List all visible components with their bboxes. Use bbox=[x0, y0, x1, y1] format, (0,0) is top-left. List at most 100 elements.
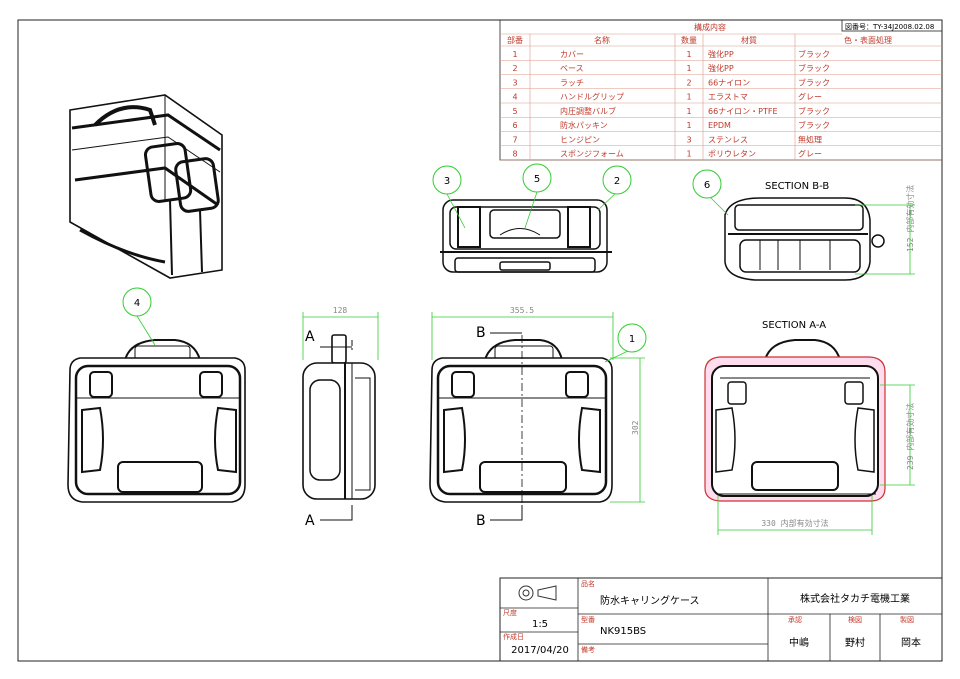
parts-table-header: 色・表面処理 bbox=[844, 35, 892, 45]
doc-number-box: 図番号：TY-34J2008.02.08 bbox=[841, 19, 943, 32]
section-aa-dimensions bbox=[717, 384, 915, 535]
role-check: 検図 bbox=[848, 615, 862, 624]
parts-table-cell: 1 bbox=[686, 121, 691, 130]
person-approve: 中嶋 bbox=[789, 636, 809, 649]
parts-table-cell: ブラック bbox=[798, 77, 830, 87]
section-aa-label: SECTION A-A bbox=[762, 320, 826, 331]
section-line-b bbox=[490, 332, 523, 521]
front-view-left bbox=[67, 339, 246, 503]
parts-table-cell: 5 bbox=[512, 107, 517, 116]
model-label: 型番 bbox=[581, 615, 595, 624]
model-value: NK915BS bbox=[600, 626, 646, 637]
parts-table-title: 構成内容 bbox=[694, 22, 726, 32]
parts-table-cell: 1 bbox=[686, 150, 691, 159]
section-bb-label: SECTION B-B bbox=[765, 181, 829, 192]
svg-text:4: 4 bbox=[134, 298, 140, 309]
parts-table-cell: 1 bbox=[686, 107, 691, 116]
parts-table-cell: 7 bbox=[512, 135, 517, 144]
bb-inner-dimension: 152 内部有効寸法 bbox=[905, 185, 915, 252]
date-label: 作成日 bbox=[503, 632, 524, 641]
balloon-2: 2 bbox=[602, 165, 632, 195]
parts-table-cell: グレー bbox=[798, 92, 822, 102]
section-bb-view bbox=[724, 197, 885, 281]
parts-table: 構成内容 部番 名称 数量 材質 色・表面処理 1 カバー 1 強化PP ブラック 2 ベース 1 強化… bbox=[499, 19, 943, 161]
section-marker-a-bottom: A bbox=[305, 513, 315, 529]
svg-text:6: 6 bbox=[704, 180, 710, 191]
side-view-dimension bbox=[302, 312, 379, 360]
parts-table-cell: 1 bbox=[512, 50, 517, 59]
aa-inner-height-dimension: 239 内部有効寸法 bbox=[905, 403, 915, 470]
company-name: 株式会社タカチ電機工業 bbox=[800, 592, 910, 605]
section-line-a bbox=[320, 340, 353, 521]
front-view-center bbox=[429, 335, 613, 520]
section-aa-view bbox=[704, 339, 886, 502]
projection-symbol-icon bbox=[518, 585, 557, 601]
isometric-view bbox=[69, 94, 223, 279]
side-width-dimension: 128 bbox=[333, 306, 348, 315]
parts-table-cell: ブラック bbox=[798, 63, 830, 73]
product-name: 防水キャリングケース bbox=[600, 594, 700, 607]
parts-table-cell: 66ナイロン bbox=[708, 78, 750, 87]
role-draw: 製図 bbox=[900, 615, 914, 624]
parts-table-cell: ブラック bbox=[798, 120, 830, 130]
balloon-5: 5 bbox=[522, 163, 552, 193]
role-approve: 承認 bbox=[788, 615, 802, 624]
aa-inner-width-dimension: 330 内部有効寸法 bbox=[761, 518, 828, 528]
parts-table-cell: 4 bbox=[512, 93, 517, 102]
front-center-dimensions bbox=[431, 312, 645, 503]
parts-table-cell: カバー bbox=[560, 50, 584, 59]
parts-table-cell: ラッチ bbox=[560, 78, 584, 87]
balloon-4: 4 bbox=[122, 287, 152, 317]
front-width-dimension: 355.5 bbox=[510, 306, 534, 315]
top-view bbox=[440, 199, 612, 273]
parts-table-cell: グレー bbox=[798, 149, 822, 159]
section-marker-a-top: A bbox=[305, 329, 315, 345]
parts-table-cell: ブラック bbox=[798, 49, 830, 59]
balloon-6: 6 bbox=[692, 169, 722, 199]
scale-label: 尺度 bbox=[503, 608, 517, 617]
doc-number: 図番号：TY-34J2008.02.08 bbox=[845, 23, 934, 31]
section-marker-b-bottom: B bbox=[476, 513, 486, 529]
product-name-label: 品名 bbox=[581, 579, 595, 588]
parts-table-cell: 強化PP bbox=[708, 63, 734, 73]
scale-value: 1:5 bbox=[532, 619, 548, 630]
parts-table-cell: 1 bbox=[686, 64, 691, 73]
balloon-3: 3 bbox=[432, 165, 462, 195]
parts-table-cell: 1 bbox=[686, 93, 691, 102]
svg-text:2: 2 bbox=[614, 176, 620, 187]
parts-table-cell: 3 bbox=[512, 78, 517, 87]
parts-table-cell: ヒンジピン bbox=[560, 135, 600, 144]
parts-table-cell: 6 bbox=[512, 121, 517, 130]
remarks-label: 備考 bbox=[581, 645, 595, 654]
parts-table-cell: ポリウレタン bbox=[708, 150, 756, 159]
parts-table-header: 部番 bbox=[507, 35, 523, 45]
parts-table-cell: 8 bbox=[512, 150, 517, 159]
svg-text:1: 1 bbox=[629, 334, 635, 345]
parts-table-header: 数量 bbox=[681, 35, 697, 45]
parts-table-cell: ベース bbox=[560, 64, 584, 73]
parts-table-cell: 66ナイロン・PTFE bbox=[708, 107, 778, 116]
parts-table-cell: 1 bbox=[686, 50, 691, 59]
parts-table-cell: ステンレス bbox=[708, 135, 748, 144]
parts-table-header: 材質 bbox=[741, 35, 757, 45]
parts-table-cell: ブラック bbox=[798, 106, 830, 116]
parts-table-cell: 無処理 bbox=[798, 134, 822, 144]
parts-table-cell: ハンドルグリップ bbox=[560, 92, 624, 102]
person-draw: 岡本 bbox=[901, 636, 921, 649]
parts-table-header: 名称 bbox=[594, 35, 610, 45]
parts-table-cell: 強化PP bbox=[708, 49, 734, 59]
section-bb-dimension bbox=[855, 204, 915, 275]
parts-table-cell: エラストマ bbox=[708, 93, 748, 102]
parts-table-cell: 内圧調整バルブ bbox=[560, 106, 616, 116]
svg-text:5: 5 bbox=[534, 174, 540, 185]
person-check: 野村 bbox=[845, 636, 865, 649]
parts-table-cell: 2 bbox=[512, 64, 517, 73]
parts-table-cell: 3 bbox=[686, 135, 691, 144]
svg-text:3: 3 bbox=[444, 176, 450, 187]
parts-table-cell: スポンジフォーム bbox=[560, 150, 624, 159]
balloon-1: 1 bbox=[617, 323, 647, 353]
side-view bbox=[302, 334, 376, 500]
front-height-dimension: 302 bbox=[631, 420, 640, 435]
date-value: 2017/04/20 bbox=[511, 645, 569, 656]
